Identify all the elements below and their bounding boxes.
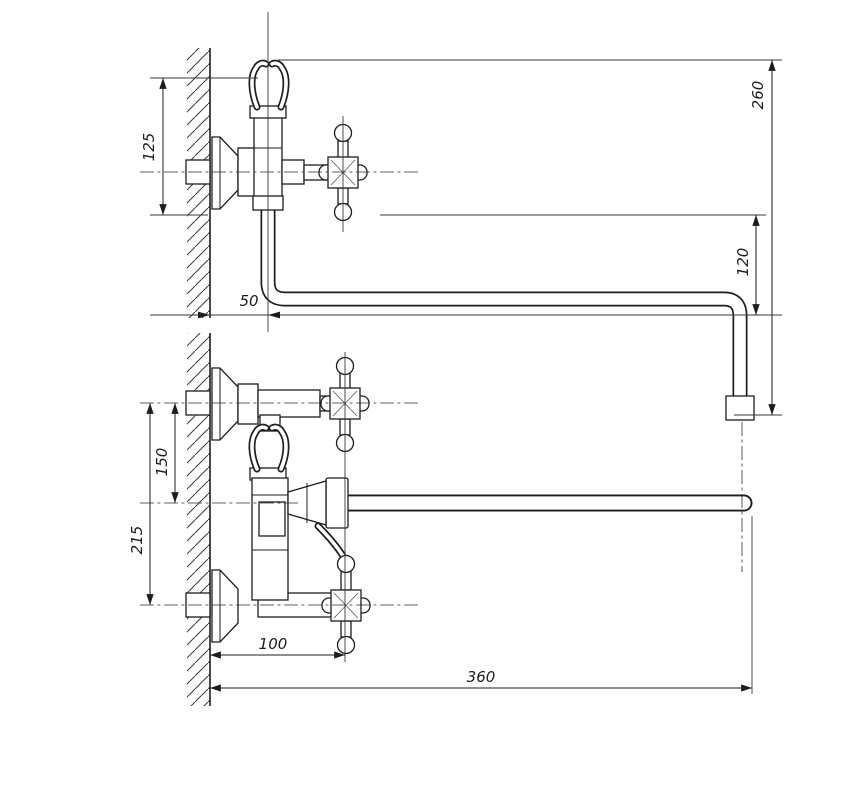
upper-projection-faucet: [185, 59, 755, 421]
s-spout-fill: [262, 206, 746, 397]
wall-flange-middle: [211, 367, 239, 441]
lower-projection-faucet: [185, 356, 753, 655]
wall-flange-upper: [211, 136, 239, 210]
dimension-labels: 125 260 120 150 215 50 100 360: [128, 81, 767, 686]
dim-label-120: 120: [734, 248, 752, 277]
dim-label-260: 260: [749, 81, 767, 110]
dim-label-125: 125: [140, 133, 158, 162]
dim50-arrow-right: [268, 311, 280, 319]
dim-label-215: 215: [128, 526, 146, 555]
wall-flange-lower: [211, 569, 239, 643]
dim-label-360: 360: [467, 668, 496, 686]
valve-body-middle: [257, 389, 321, 418]
mixer-body-column: [251, 477, 289, 601]
dim-label-100: 100: [259, 635, 288, 653]
centerlines: [140, 12, 782, 694]
body-label-plate: [258, 501, 286, 537]
dim-label-150: 150: [153, 448, 171, 477]
spout-nozzle: [725, 395, 755, 421]
cross-handle-lower: [321, 554, 371, 655]
dim50-arrow-left: [198, 311, 210, 319]
valve-nut-middle: [237, 383, 259, 425]
dim-label-50: 50: [239, 292, 258, 310]
dimension-lines: [146, 60, 776, 692]
